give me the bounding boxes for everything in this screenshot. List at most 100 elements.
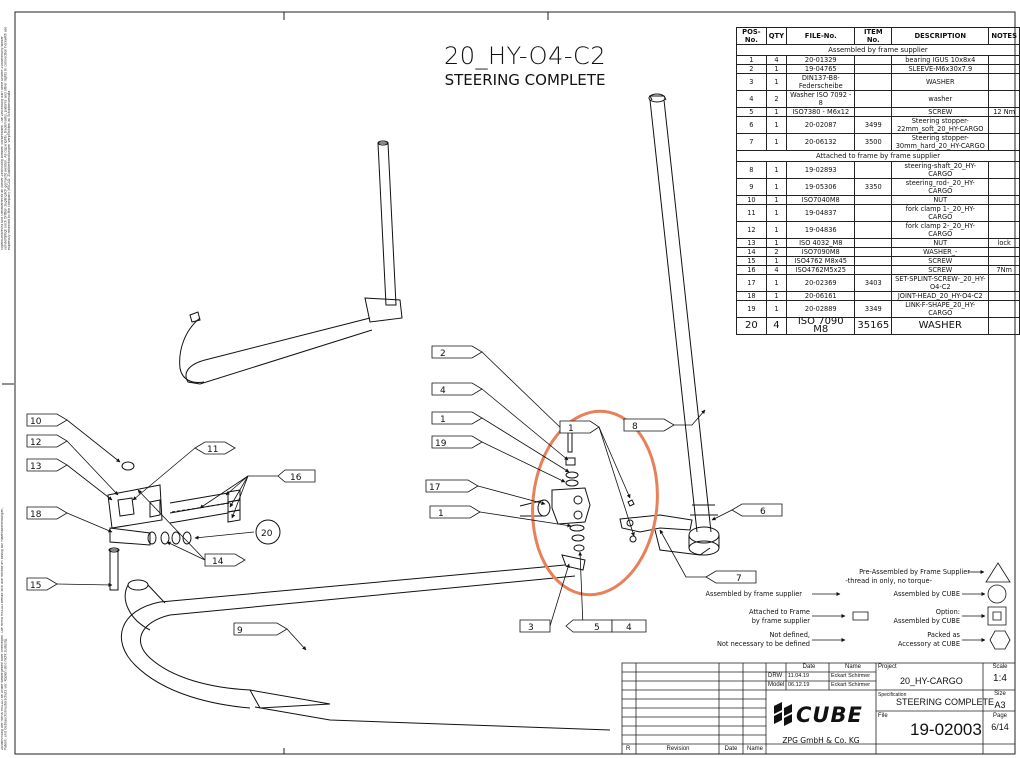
tb-company: ZPG GmbH & Co. KG <box>782 736 860 745</box>
bom-cell-qty: 1 <box>765 300 788 318</box>
bom-cell-desc: SCREW <box>891 265 990 275</box>
bom-cell-file: DIN137-B8-Federscheibe <box>786 73 856 91</box>
bom-cell-pos: 8 <box>736 161 767 179</box>
bom-cell-desc: bearing IGUS 10x8x4 <box>891 55 990 65</box>
bom-cell-qty: 1 <box>765 73 788 91</box>
bom-cell-notes <box>988 178 1020 196</box>
bom-cell-pos: 4 <box>736 90 767 108</box>
link-f-shape <box>619 499 711 556</box>
bom-cell-notes <box>988 204 1020 222</box>
bom-cell-item <box>854 221 893 239</box>
tb-rev-name: Name <box>746 746 763 752</box>
legend-packed-1: Packed as <box>927 631 960 639</box>
bom-cell-pos: 20 <box>736 317 767 335</box>
legend-assembled-frame: Assembled by frame supplier <box>705 590 802 598</box>
sheet-border <box>14 11 1016 755</box>
bom-cell-item: 3350 <box>854 178 893 196</box>
bom-cell-qty: 1 <box>765 204 788 222</box>
bom-cell-pos: 14 <box>736 247 767 257</box>
bom-cell-pos: 16 <box>736 265 767 275</box>
bom-cell-item <box>854 204 893 222</box>
bom-cell-qty: 1 <box>765 161 788 179</box>
tb-scale-label: Scale <box>992 664 1008 670</box>
tb-rev-revision: Revision <box>666 746 690 752</box>
bom-cell-notes <box>988 90 1020 108</box>
bom-cell-item <box>854 238 893 248</box>
bom-cell-item: 3349 <box>854 300 893 318</box>
bom-cell-desc: steering_rod-_20_HY-CARGO <box>891 178 990 196</box>
bom-cell-item: 3499 <box>854 116 893 134</box>
bom-cell-desc: SCREW <box>891 256 990 266</box>
bom-cell-file: 19-04836 <box>786 221 856 239</box>
tb-rev-date: Date <box>724 746 738 752</box>
bom-cell-item <box>854 265 893 275</box>
bom-cell-desc: WASHER <box>891 317 990 335</box>
bom-cell-desc: steering-shaft_20_HY-CARGO <box>891 161 990 179</box>
bom-cell-qty: 1 <box>765 221 788 239</box>
cube-logo-text: CUBE <box>796 703 863 727</box>
tb-page-label: Page <box>992 713 1007 719</box>
bom-cell-item <box>854 55 893 65</box>
bom-cell-qty: 2 <box>765 247 788 257</box>
bom-cell-file: 20-01329 <box>786 55 856 65</box>
bom-cell-item: 3500 <box>854 133 893 151</box>
upper-rod <box>179 140 403 385</box>
tb-size: A3 <box>994 700 1006 710</box>
bom-cell-qty: 1 <box>765 178 788 196</box>
bom-cell-pos: 12 <box>736 221 767 239</box>
bom-header-file: FILE-No. <box>786 27 856 45</box>
bom-cell-qty: 4 <box>765 55 788 65</box>
bom-cell-desc: WASHER_- <box>891 247 990 257</box>
bom-header-item: ITEM No. <box>854 27 893 45</box>
joint-assembly <box>519 427 591 571</box>
tb-size-label: Size <box>994 691 1006 697</box>
bom-cell-file: 20-02087 <box>786 116 856 134</box>
bom-cell-qty: 1 <box>765 274 788 292</box>
bom-cell-notes <box>988 291 1020 301</box>
bom-cell-desc: SLEEVE-M6x30x7.9 <box>891 64 990 74</box>
tb-drw-name: Eckart Schirmer <box>831 673 871 679</box>
tb-scale: 1:4 <box>993 673 1007 684</box>
bom-cell-notes <box>988 55 1020 65</box>
tb-project: 20_HY-CARGO <box>900 676 963 686</box>
bom-cell-item <box>854 64 893 74</box>
bom-cell-item <box>854 161 893 179</box>
bom-cell-item <box>854 256 893 266</box>
bom-cell-file: 19-05306 <box>786 178 856 196</box>
drawing-title: 20_HY-O4-C2 <box>443 42 607 70</box>
bom-cell-pos: 11 <box>736 204 767 222</box>
bom-cell-qty: 1 <box>765 195 788 205</box>
bom-cell-desc: Steering stopper-30mm_hard_20_HY-CARGO <box>891 133 990 151</box>
bom-header-desc: DESCRIPTION <box>891 27 990 45</box>
bom-cell-notes <box>988 274 1020 292</box>
bom-cell-pos: 13 <box>736 238 767 248</box>
legend-option-2: Assembled by CUBE <box>893 617 960 625</box>
tb-file-label: File <box>878 713 888 719</box>
bom-cell-notes <box>988 161 1020 179</box>
bom-cell-file: 19-02893 <box>786 161 856 179</box>
bom-cell-file: 19-04765 <box>786 64 856 74</box>
bom-cell-notes: lock <box>988 238 1020 248</box>
bom-cell-notes: 7Nm <box>988 265 1020 275</box>
fork-clamp-assembly <box>107 461 241 591</box>
bom-header-pos: POS-No. <box>736 27 767 45</box>
bom-cell-notes <box>988 300 1020 318</box>
bom-cell-desc: fork clamp 2-_20_HY-CARGO <box>891 221 990 239</box>
bom-cell-qty: 1 <box>765 291 788 301</box>
bom-header-row: POS-No. QTY FILE-No. ITEM No. DESCRIPTIO… <box>736 27 1020 45</box>
bom-cell-qty: 1 <box>765 64 788 74</box>
bom-cell-file: 20-02369 <box>786 274 856 292</box>
bom-cell-notes: 12 Nm <box>988 107 1020 117</box>
bom-cell-desc: LINK-F-SHAPE_20_HY-CARGO <box>891 300 990 318</box>
legend-assembled-cube: Assembled by CUBE <box>893 590 960 598</box>
